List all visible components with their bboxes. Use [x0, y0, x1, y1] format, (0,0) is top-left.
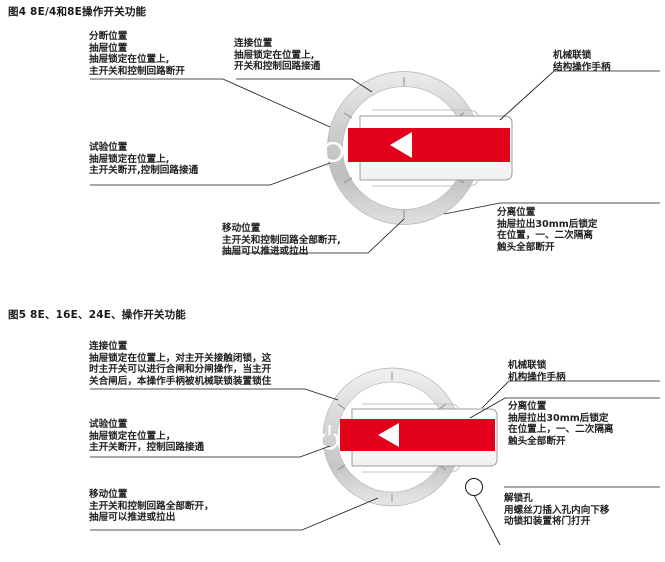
callout-figure5-unlock-hole: 解锁孔 用螺丝刀插入孔内向下移 动锁扣装置将门打开 — [504, 493, 610, 528]
callout-figure5-move-position: 移动位置 主开关和控制回路全部断开， 抽屉可以推进或拉出 — [89, 489, 214, 524]
arrow-left-icon — [390, 132, 412, 158]
figure5-switch-graphic[interactable] — [320, 367, 498, 507]
callout-figure5-mechanical-interlock: 机械联锁 机构操作手柄 — [508, 360, 566, 383]
callout-figure5-connect-position: 连接位置 抽屉锁定在位置上，对主开关接触闭锁，这 时主开关可以进行合闸和分闸操作… — [89, 341, 272, 387]
callout-figure4-mechanical-interlock: 机械联锁 结构操作手柄 — [553, 50, 611, 73]
callout-figure4-disconnect-position: 分断位置 抽屉位置 抽屉锁定在位置上, 主开关和控制回路断开 — [89, 31, 185, 77]
callout-figure4-isolate-position: 分离位置 抽屉拉出30mm后锁定 在位置，一、二次隔离 触头全部断开 — [497, 207, 598, 253]
figure5-title: 图5 8E、16E、24E、操作开关功能 — [8, 309, 187, 321]
power-symbol-icon — [320, 425, 339, 450]
figure4-title: 图4 8E/4和8E操作开关功能 — [8, 6, 147, 18]
callout-figure4-connect-position: 连接位置 抽屉锁定在位置上, 开关和控制回路接通 — [234, 38, 321, 73]
handle-red-band — [348, 128, 510, 162]
arrow-left-icon — [378, 423, 399, 447]
figure4-switch-graphic[interactable] — [322, 71, 513, 225]
dial-tick-marks — [337, 372, 447, 502]
handle-red-band — [340, 419, 495, 451]
callout-figure5-test-position: 试验位置 抽屉锁定在位置上， 主开关断开，控制回路接通 — [89, 419, 205, 454]
callout-figure5-isolate-position: 分离位置 抽屉拉出30mm后锁定 在位置上，一、二次隔离 触头全部断开 — [508, 401, 614, 447]
callout-figure4-move-position: 移动位置 主开关和控制回路全部断开, 抽屉可以推进或拉出 — [222, 223, 341, 258]
callout-figure4-test-position: 试验位置 抽屉锁定在位置上, 主开关断开,控制回路接通 — [89, 142, 199, 177]
dial-tick-marks — [343, 77, 465, 219]
unlock-hole-icon — [465, 478, 483, 496]
position-marker-open-icon — [322, 141, 344, 163]
switch-handle — [359, 115, 513, 181]
switch-handle — [351, 408, 498, 467]
